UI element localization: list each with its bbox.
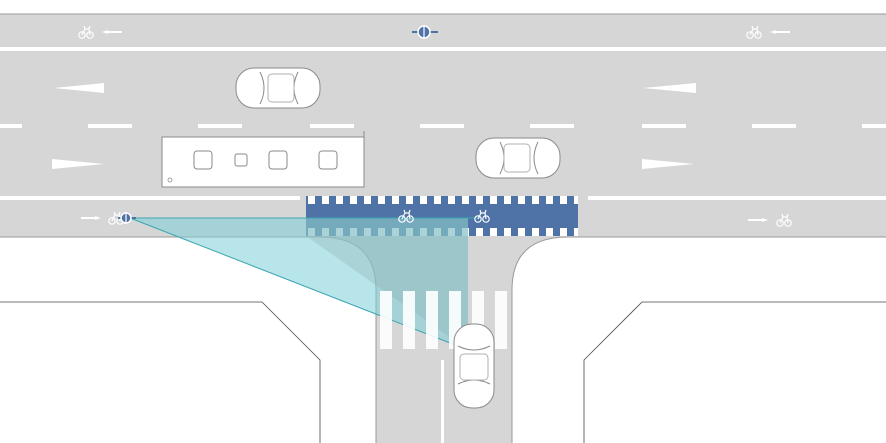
arrow-left-icon (54, 83, 104, 93)
bus-topview-icon (161, 131, 365, 188)
center-dashed-line (0, 124, 886, 128)
car-topview-icon (453, 323, 495, 409)
bike-lane-line-top (0, 47, 886, 51)
arrow-right-icon (642, 159, 694, 169)
bicycle-icon (746, 25, 762, 39)
car-topview-icon (475, 137, 561, 179)
bicycle-icon (78, 25, 94, 39)
arrow-right-icon (81, 216, 101, 220)
sidewalk-block-left (0, 301, 321, 443)
arrow-left-icon (643, 83, 696, 93)
car-topview-icon (235, 67, 321, 109)
corner-fill-right (512, 237, 568, 290)
cyclist-topview-icon (412, 25, 438, 39)
bike-lane-line-bottom-right (588, 196, 886, 200)
sidewalk-block-right (583, 301, 886, 443)
arrow-left-icon (770, 30, 790, 34)
arrow-right-icon (52, 159, 104, 169)
bicycle-icon (474, 209, 490, 223)
bicycle-icon (398, 209, 414, 223)
arrow-left-icon (102, 30, 122, 34)
curb-right (511, 236, 886, 443)
cyclist-topview-icon (118, 212, 136, 224)
bicycle-icon (776, 213, 792, 227)
arrow-right-icon (748, 218, 768, 222)
side-street-center-line (441, 360, 444, 443)
bike-lane-line-bottom-left (0, 196, 300, 200)
